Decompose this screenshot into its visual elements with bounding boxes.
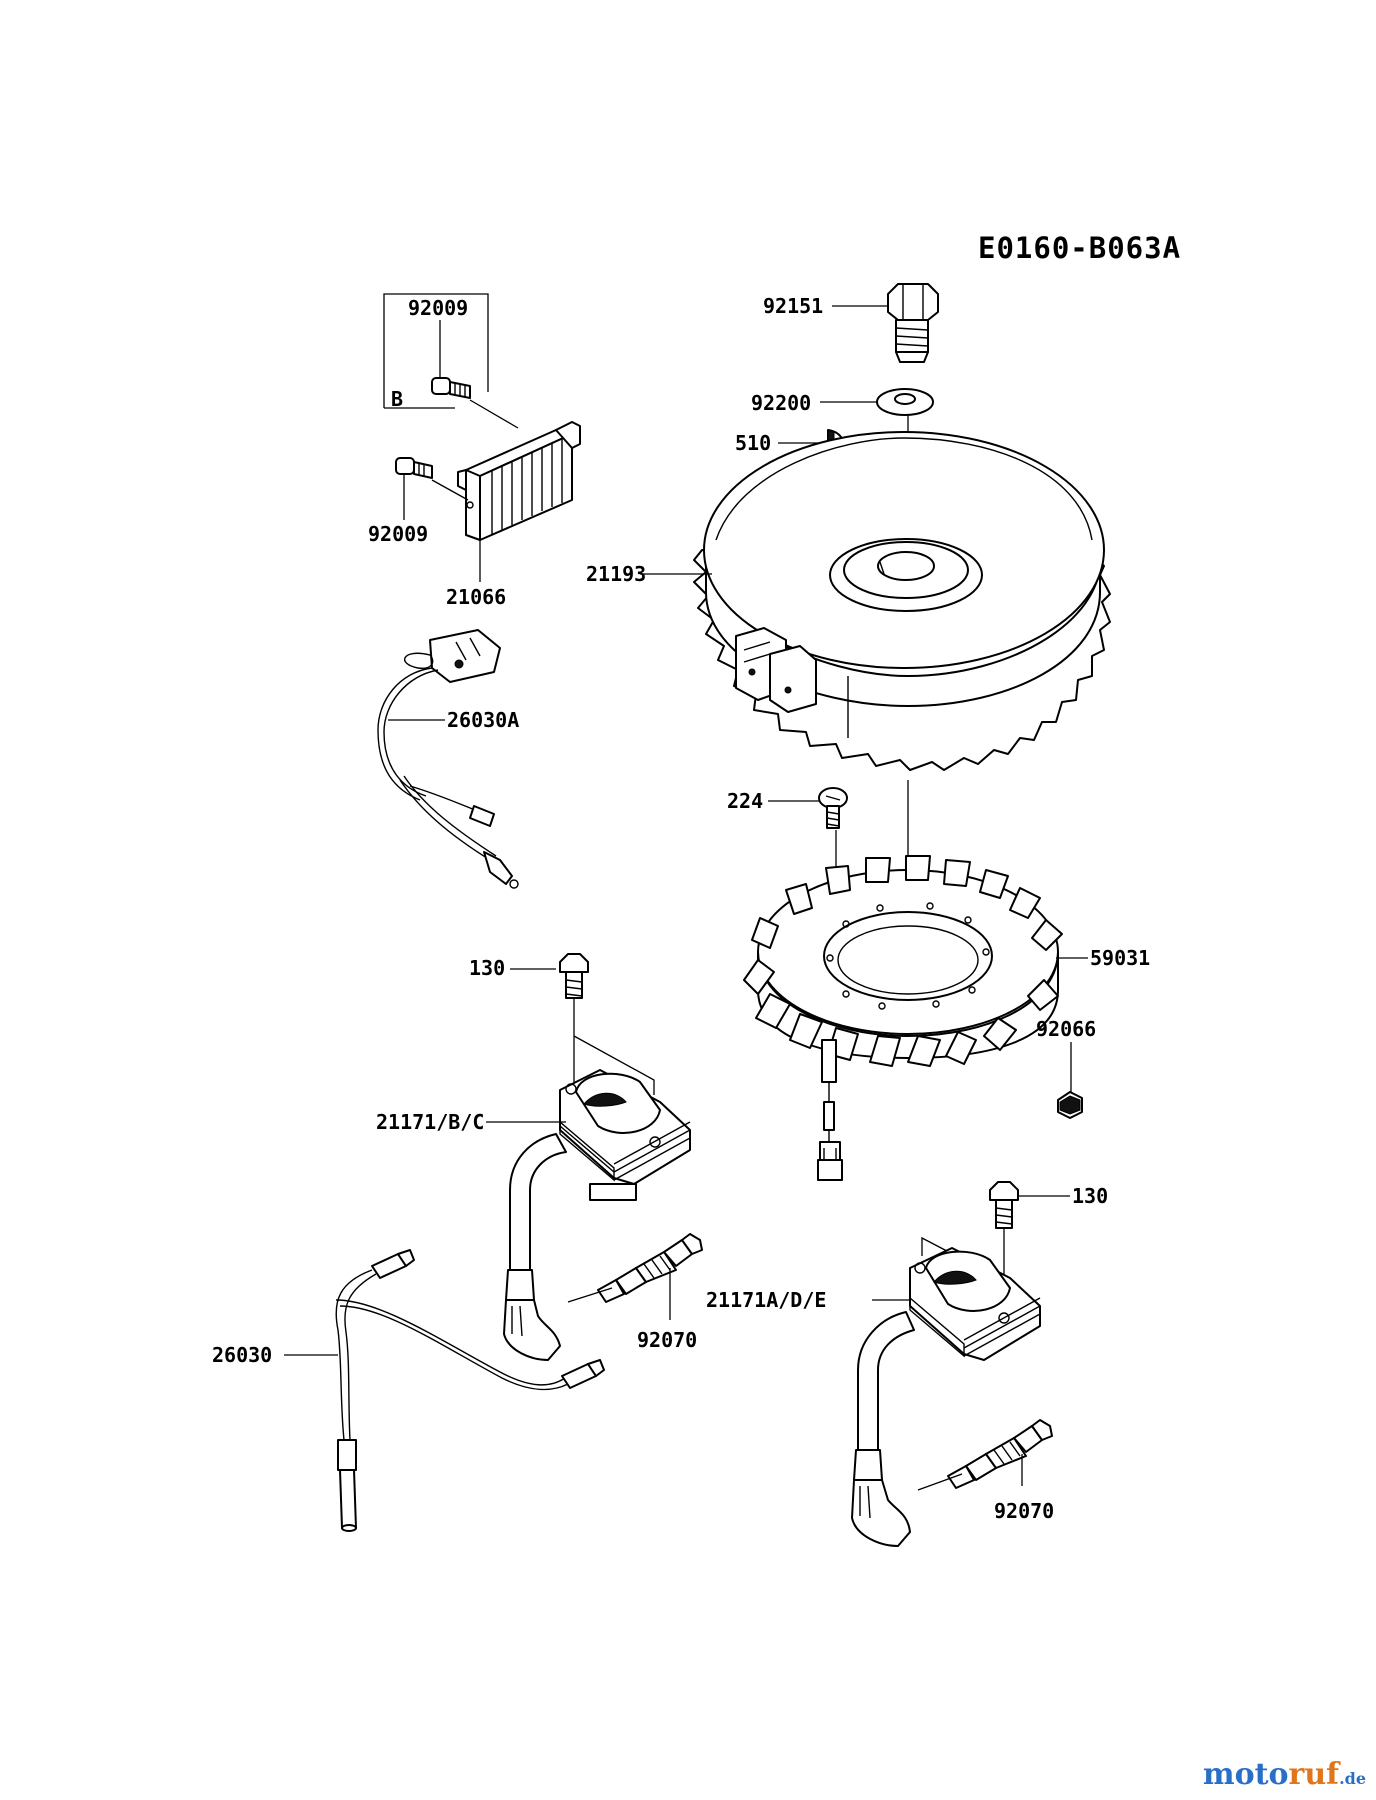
bolt-regulator-top-part — [431, 377, 471, 399]
label-key[interactable]: 510 — [735, 431, 771, 455]
diagram-code: E0160-B063A — [978, 231, 1181, 265]
label-plug-left[interactable]: 92070 — [637, 1328, 697, 1352]
label-bolt-coil-left[interactable]: 130 — [469, 956, 505, 980]
washer-flywheel-part — [876, 388, 934, 416]
stator-part — [743, 855, 1063, 1181]
coil-right-part — [851, 1247, 1041, 1547]
coil-left-part — [503, 1069, 691, 1361]
label-bolt-flywheel[interactable]: 92151 — [763, 294, 823, 318]
bolt-regulator-bottom-part — [395, 457, 433, 479]
watermark-part2: ruf — [1288, 1757, 1340, 1792]
label-coil-left[interactable]: 21171/B/C — [376, 1110, 484, 1134]
nut-part — [1057, 1091, 1083, 1119]
bolt-flywheel-part — [887, 283, 939, 363]
label-screw-stator[interactable]: 224 — [727, 789, 763, 813]
label-washer-flywheel[interactable]: 92200 — [751, 391, 811, 415]
label-nut[interactable]: 92066 — [1036, 1017, 1096, 1041]
bolt-coil-left-part — [559, 953, 589, 999]
watermark-part1: moto — [1202, 1757, 1289, 1792]
label-coil-right[interactable]: 21171A/D/E — [706, 1288, 826, 1312]
label-bolt-coil-right[interactable]: 130 — [1072, 1184, 1108, 1208]
watermark-logo: motoruf.de — [1203, 1757, 1366, 1792]
screw-stator-part — [818, 787, 848, 829]
plug-right-part — [947, 1419, 1053, 1489]
bolt-coil-right-part — [989, 1181, 1019, 1229]
regulator-part — [457, 421, 581, 541]
label-flywheel[interactable]: 21193 — [586, 562, 646, 586]
label-plug-right[interactable]: 92070 — [994, 1499, 1054, 1523]
label-bolt-regulator-top[interactable]: 92009 — [408, 296, 468, 320]
plug-left-part — [597, 1233, 703, 1303]
group-label-b: B — [391, 387, 403, 411]
label-harness-lower[interactable]: 26030 — [212, 1343, 272, 1367]
harness-lower-part — [335, 1249, 605, 1532]
regulator-group: B 92009 92009 21066 — [368, 293, 581, 609]
flywheel-part — [693, 431, 1111, 771]
label-harness-upper[interactable]: 26030A — [447, 708, 519, 732]
harness-upper-part — [377, 629, 519, 889]
label-regulator[interactable]: 21066 — [446, 585, 506, 609]
label-stator[interactable]: 59031 — [1090, 946, 1150, 970]
watermark-part3: .de — [1339, 1769, 1366, 1788]
label-bolt-regulator-bottom[interactable]: 92009 — [368, 522, 428, 546]
